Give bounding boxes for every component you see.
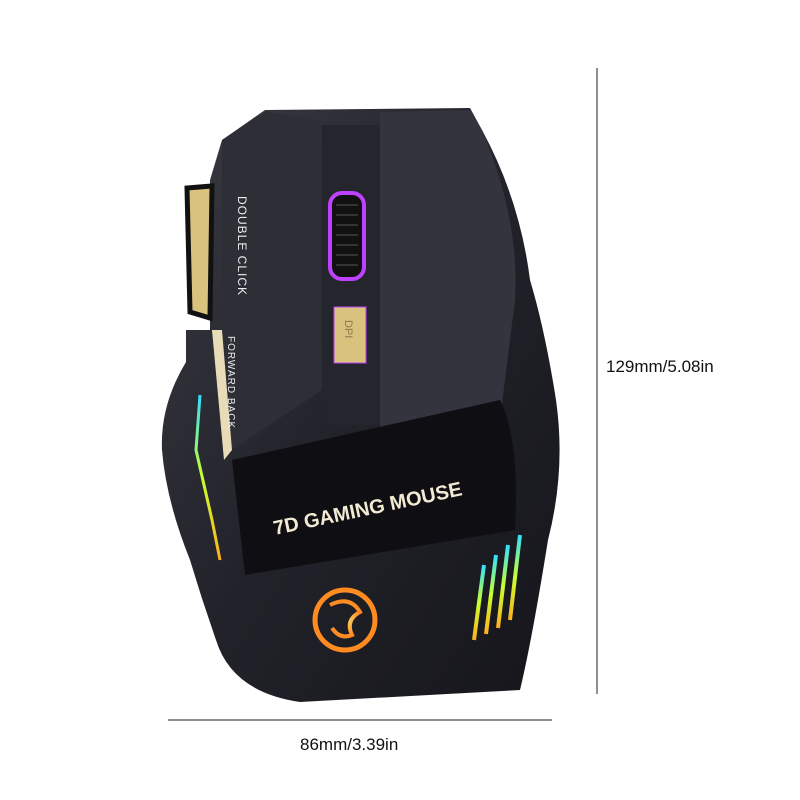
right-rgb-light-stripes — [472, 534, 522, 641]
double-click-side-button — [184, 183, 215, 322]
dpi-button — [333, 306, 367, 364]
double-click-label: DOUBLE CLICK — [235, 196, 249, 296]
right-click-button — [380, 110, 516, 460]
left-rgb-light-strip — [194, 394, 222, 561]
dragon-logo-icon — [312, 587, 378, 653]
height-dimension-label: 129mm/5.08in — [606, 357, 714, 376]
forward-back-side-button — [212, 330, 232, 460]
palm-gloss-panel — [232, 400, 516, 575]
left-click-button — [222, 112, 322, 450]
forward-back-label: FORWARD BACK — [225, 336, 236, 429]
width-dimension-label: 86mm/3.39in — [300, 735, 399, 754]
dpi-label: DPI — [342, 320, 354, 338]
dragon-logo-inner — [329, 599, 363, 639]
